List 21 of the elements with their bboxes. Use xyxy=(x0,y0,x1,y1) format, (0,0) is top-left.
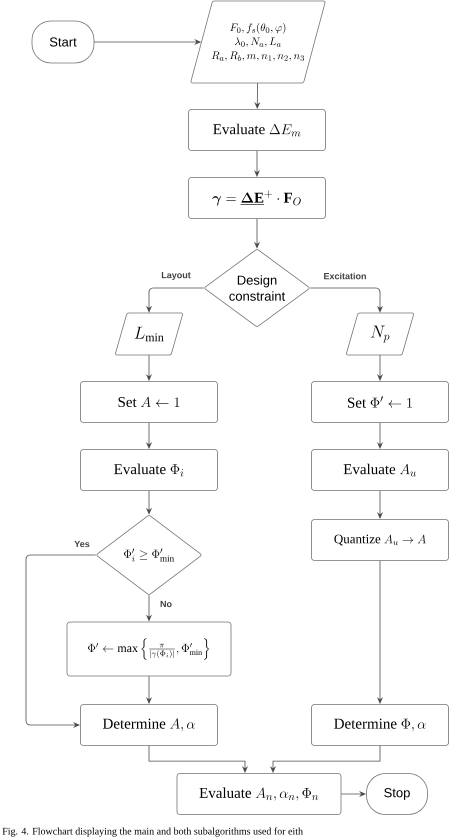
process-box: $\Phi' \leftarrow \max\left\{\frac{\pi}{|\gamma(\Phi_i)|}, \Phi'_{\min}\right\}$ xyxy=(66,622,232,676)
terminal-box: Stop xyxy=(366,773,428,815)
process-box: $\boldsymbol{\gamma} = \underline{\boldsymbol{\Delta}\mathbf{E}}^{+} \cdot \mathbf{F}_O$ xyxy=(188,177,326,219)
process-box: $\text{Evaluate } A_n, \alpha_n, \Phi_n$ xyxy=(176,773,342,815)
process-box: $\text{Evaluate } A_u$ xyxy=(311,449,449,491)
edge-label: Excitation xyxy=(322,272,368,280)
process-box: $\text{Determine } \Phi, \alpha$ xyxy=(311,704,449,746)
edge-label: No xyxy=(159,600,173,608)
caption: Fig. 4. Flowchart displaying the main and both subalgorithms used for eith xyxy=(2,827,303,837)
process-box: $\text{Set } \Phi' \leftarrow 1$ xyxy=(311,381,449,423)
edge-label: Layout xyxy=(160,270,192,282)
terminal-box: Start xyxy=(32,20,94,64)
input-parallelogram: $L_{\min}$ xyxy=(115,312,183,356)
input-parallelogram: $N_p$ xyxy=(346,312,414,356)
process-box: $\text{Evaluate } \Delta E_m$ xyxy=(188,109,326,151)
process-box: $\text{Set } A \leftarrow 1$ xyxy=(80,381,218,423)
edge-label: Yes xyxy=(73,540,91,548)
process-box: $\text{Evaluate } \Phi_i$ xyxy=(80,449,218,491)
process-box: $\text{Quantize } A_u \rightarrow A$ xyxy=(311,519,449,561)
input-parallelogram: $F_0, f_s(\theta_0, \varphi)$ $\lambda_0, N_a, L_a$ $R_a, R_b, m, n_1, n_2, n_3$ xyxy=(190,0,326,84)
process-box: $\text{Determine } A, \alpha$ xyxy=(80,704,218,746)
